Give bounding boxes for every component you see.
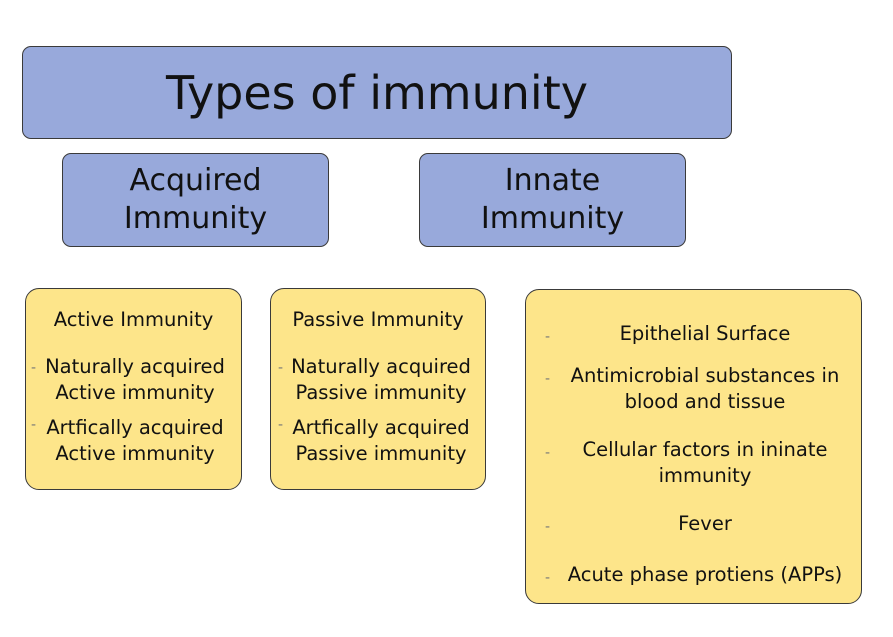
innate-item-3-line1: Cellular factors in ininate (582, 438, 828, 461)
acquired-label-line2: Immunity (123, 201, 268, 236)
innate-item-4: Fever (678, 512, 732, 535)
acquired-immunity-box: Acquired Immunity (62, 153, 329, 247)
bullet-dash: - (545, 519, 551, 535)
acquired-label-line1: Acquired (129, 163, 262, 198)
innate-immunity-box: Innate Immunity (419, 153, 686, 247)
innate-item-3-line2: immunity (658, 464, 752, 487)
innate-item-2-line1: Antimicrobial substances in (570, 364, 840, 387)
innate-item-2-line2: blood and tissue (624, 390, 786, 413)
passive-item-2-line1: Artfically acquired (292, 416, 470, 439)
title-box: Types of immunity (22, 46, 732, 139)
bullet-dash: - (545, 371, 551, 387)
bullet-dash: - (31, 417, 37, 433)
passive-heading: Passive Immunity (292, 308, 464, 331)
passive-item-1-line1: Naturally acquired (291, 355, 471, 378)
active-item-1-line2: Active immunity (55, 381, 215, 404)
active-immunity-box (25, 288, 242, 490)
passive-item-2-line2: Passive immunity (295, 442, 467, 465)
bullet-dash: - (278, 360, 284, 376)
innate-item-5: Acute phase protiens (APPs) (567, 563, 843, 586)
innate-item-1: Epithelial Surface (619, 322, 791, 345)
passive-item-1-line2: Passive immunity (295, 381, 467, 404)
bullet-dash: - (545, 445, 551, 461)
diagram-title: Types of immunity (166, 65, 588, 120)
innate-label-line2: Immunity (480, 201, 625, 236)
bullet-dash: - (278, 417, 284, 433)
innate-label-line1: Innate (504, 163, 601, 198)
active-heading: Active Immunity (53, 308, 214, 331)
passive-immunity-box (270, 288, 486, 490)
active-item-2-line2: Active immunity (55, 442, 215, 465)
bullet-dash: - (545, 329, 551, 345)
innate-factors-box (525, 289, 862, 604)
bullet-dash: - (545, 570, 551, 586)
active-item-2-line1: Artfically acquired (46, 416, 224, 439)
active-item-1-line1: Naturally acquired (45, 355, 225, 378)
bullet-dash: - (31, 360, 37, 376)
